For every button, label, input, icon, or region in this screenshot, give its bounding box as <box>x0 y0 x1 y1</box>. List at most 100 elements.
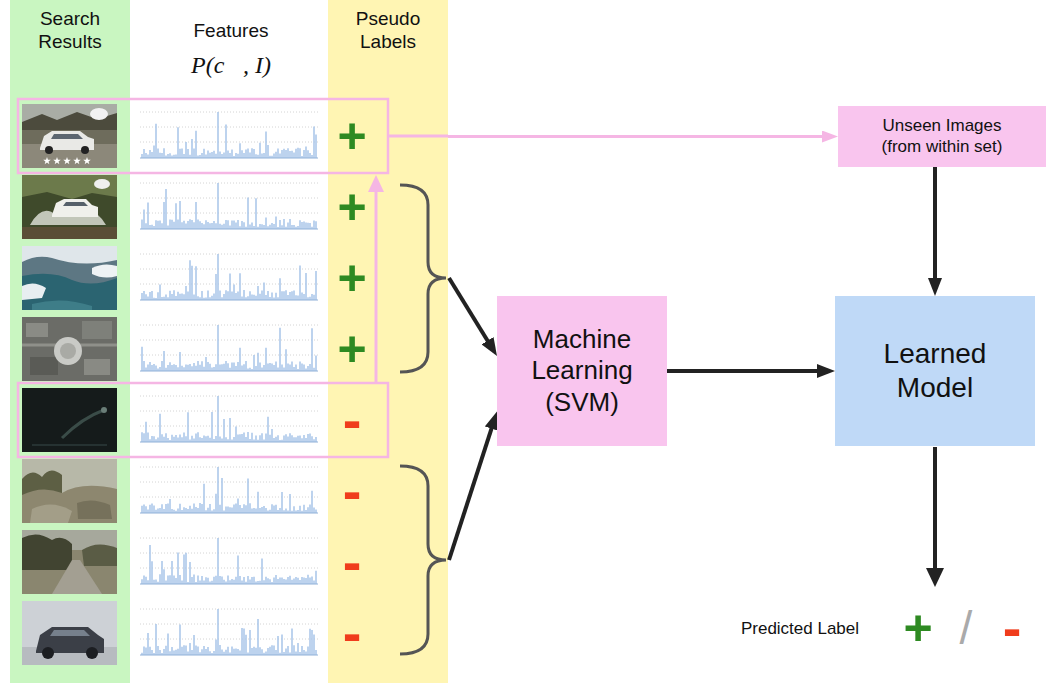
histogram-axis <box>140 229 318 230</box>
histogram-bars <box>142 396 316 442</box>
grid-line <box>140 269 318 270</box>
grid-line <box>140 426 318 427</box>
photo-thumbnail-part <box>43 157 91 164</box>
histogram-axis <box>140 158 318 159</box>
photo-thumbnail-part <box>22 175 117 239</box>
output-arrow-part <box>926 568 944 587</box>
curly-bracket-part <box>400 185 446 372</box>
histogram-bars <box>142 609 316 655</box>
photo-thumbnail-part <box>94 179 110 189</box>
output-caption: Predicted Label <box>741 620 859 637</box>
photo-thumbnail-part <box>101 407 107 413</box>
photo-thumbnail <box>22 459 117 523</box>
pseudo-label: - <box>343 392 362 448</box>
histogram-bars <box>142 112 316 158</box>
pseudo-label: + <box>337 324 366 374</box>
histogram-bars <box>142 183 316 229</box>
highlight-arrow-part <box>375 190 378 383</box>
photo-thumbnail-part <box>54 337 82 365</box>
photo-thumbnail-part <box>32 444 107 446</box>
grid-line <box>140 325 318 326</box>
photo-thumbnail <box>22 317 117 381</box>
row-highlight <box>18 99 388 457</box>
node-label: Pseudo Labels <box>338 8 438 54</box>
histogram-axis <box>140 584 318 585</box>
grid-line <box>140 538 318 539</box>
photo-thumbnail-part <box>22 317 117 381</box>
grid-line <box>140 355 318 356</box>
process-box: Machine Learning (SVM) <box>497 296 667 446</box>
photo-thumbnail-part <box>77 500 112 519</box>
grid-line <box>140 127 318 128</box>
photo-thumbnail-part <box>86 647 98 659</box>
histogram-axis <box>140 300 318 301</box>
photo-thumbnail-part-part <box>43 157 51 164</box>
photo-thumbnail-part <box>22 175 117 199</box>
flow-arrow <box>448 135 828 138</box>
photo-thumbnail-part <box>22 601 117 665</box>
flow-arrow <box>449 278 492 347</box>
feature-histogram <box>140 325 318 371</box>
photo-thumbnail-part <box>22 104 117 168</box>
photo-thumbnail-part <box>22 246 117 310</box>
photo-thumbnail-part <box>22 388 117 452</box>
photo-thumbnail-part <box>22 486 117 523</box>
photo-thumbnail-part <box>62 410 104 438</box>
photo-thumbnail-part <box>84 359 110 375</box>
row-highlight-part <box>18 99 388 173</box>
photo-thumbnail-part-part <box>63 157 71 164</box>
grid-line <box>140 467 318 468</box>
photo-thumbnail <box>22 246 117 310</box>
photo-thumbnail-part <box>22 227 117 239</box>
predicted-symbol: - <box>1003 600 1022 656</box>
grid-line <box>140 142 318 143</box>
grid-line <box>140 284 318 285</box>
highlight-arrow-part <box>368 175 384 192</box>
photo-thumbnail <box>22 601 117 665</box>
feature-histogram <box>140 609 318 655</box>
photo-thumbnail-part <box>52 199 98 217</box>
node-label: Learned Model <box>860 337 1010 404</box>
photo-thumbnail-part <box>92 264 117 277</box>
histogram-axis <box>140 371 318 372</box>
feature-histogram <box>140 183 318 229</box>
node-label: Search Results <box>20 8 120 54</box>
grid-line <box>140 411 318 412</box>
photo-thumbnail-part <box>51 134 83 139</box>
pseudo-label: - <box>343 463 362 519</box>
feature-formula: P(c⃗, I) <box>191 53 271 77</box>
photo-thumbnail-part <box>45 146 53 154</box>
highlight-arrow <box>368 136 448 383</box>
photo-thumbnail-part <box>30 357 58 375</box>
histogram-axis <box>140 513 318 514</box>
highlight-arrow-part <box>388 135 448 138</box>
grid-line <box>140 482 318 483</box>
output-arrow <box>926 447 944 587</box>
histogram-axis <box>140 655 318 656</box>
column-header: Features <box>194 21 269 40</box>
photo-thumbnail-part <box>50 630 90 636</box>
input-box: Unseen Images (from within set) <box>838 106 1046 167</box>
photo-thumbnail-part <box>60 343 76 359</box>
histogram-bars <box>142 538 316 584</box>
grid-line <box>140 254 318 255</box>
photo-thumbnail-part <box>22 274 117 310</box>
photo-thumbnail-part <box>90 108 108 120</box>
model-box: Learned Model <box>835 296 1035 446</box>
grid-line <box>140 340 318 341</box>
photo-thumbnail-part <box>32 300 92 310</box>
output-arrow-part <box>933 447 937 572</box>
feature-histogram <box>140 396 318 442</box>
separator-symbol: / <box>960 605 973 651</box>
histogram-bars <box>142 325 316 371</box>
feature-histogram <box>140 254 318 300</box>
pseudo-label: - <box>343 534 362 590</box>
flow-arrow <box>449 421 494 560</box>
pseudo-label: + <box>337 111 366 161</box>
histogram-bars <box>142 467 316 513</box>
predicted-symbol: + <box>903 603 932 653</box>
flow-arrow <box>667 369 825 373</box>
grid-line <box>140 112 318 113</box>
photo-thumbnail-part <box>22 530 117 594</box>
